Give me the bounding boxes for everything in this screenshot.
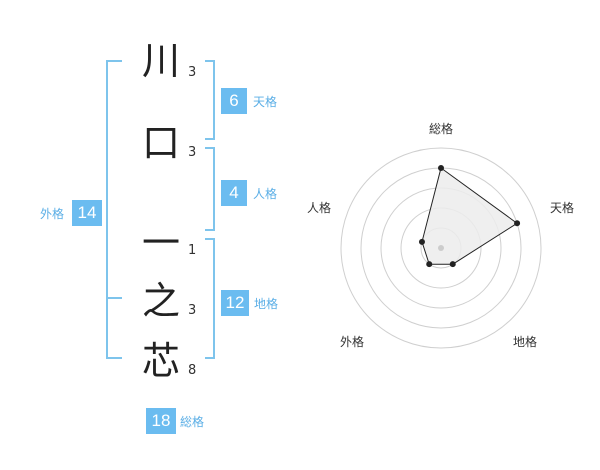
- name-char-3: 一: [141, 221, 180, 265]
- jinkaku-value: 4: [221, 180, 247, 206]
- gaikaku-value: 14: [72, 200, 102, 226]
- jinkaku-bracket-top: [205, 147, 215, 149]
- stroke-count-5: 8: [188, 363, 197, 378]
- gaikaku-label: 外格: [40, 207, 65, 221]
- jinkaku-bracket: [213, 147, 215, 231]
- gaikaku-bracket-mid: [106, 297, 122, 299]
- chikaku-bracket-top: [205, 238, 215, 240]
- stroke-count-1: 3: [188, 65, 197, 80]
- gaikaku-bracket-bottom: [106, 357, 122, 359]
- radar-axis-label-jinkaku: 人格: [307, 200, 331, 215]
- name-char-2: 口: [141, 121, 180, 165]
- gaikaku-bracket: [106, 60, 108, 359]
- radar-polygon: [421, 167, 518, 265]
- tenkaku-bracket-bottom: [205, 138, 215, 140]
- stroke-count-4: 3: [188, 303, 197, 318]
- stroke-count-2: 3: [188, 145, 197, 160]
- tenkaku-bracket-top: [205, 60, 215, 62]
- soukaku-value: 18: [146, 408, 176, 434]
- chikaku-bracket-bottom: [205, 357, 215, 359]
- radar-axis-label-chikaku: 地格: [513, 334, 537, 349]
- jinkaku-bracket-bottom: [205, 229, 215, 231]
- jinkaku-label: 人格: [253, 187, 278, 201]
- chikaku-value: 12: [221, 290, 249, 316]
- name-char-5: 芯: [141, 339, 180, 383]
- tenkaku-bracket: [213, 60, 215, 140]
- soukaku-label: 総格: [180, 415, 205, 429]
- stroke-count-3: 1: [188, 243, 197, 258]
- radar-point-1: [514, 220, 521, 227]
- radar-point-3: [426, 261, 433, 268]
- chikaku-label: 地格: [254, 297, 279, 311]
- name-char-4: 之: [141, 279, 180, 323]
- radar-point-4: [418, 238, 425, 245]
- radar-ring-5: [340, 147, 542, 349]
- radar-points: [418, 165, 521, 268]
- gaikaku-bracket-top: [106, 60, 122, 62]
- radar-point-2: [449, 261, 456, 268]
- chikaku-bracket: [213, 238, 215, 359]
- tenkaku-value: 6: [221, 88, 247, 114]
- radar-axis-label-gaikaku: 外格: [340, 334, 364, 349]
- radar-axis-label-tenkaku: 天格: [550, 200, 574, 215]
- radar-point-0: [438, 165, 444, 171]
- name-char-1: 川: [141, 39, 180, 83]
- radar-axis-label-soukaku: 総格: [429, 121, 453, 136]
- radar-center-dot: [438, 245, 444, 251]
- tenkaku-label: 天格: [253, 95, 278, 109]
